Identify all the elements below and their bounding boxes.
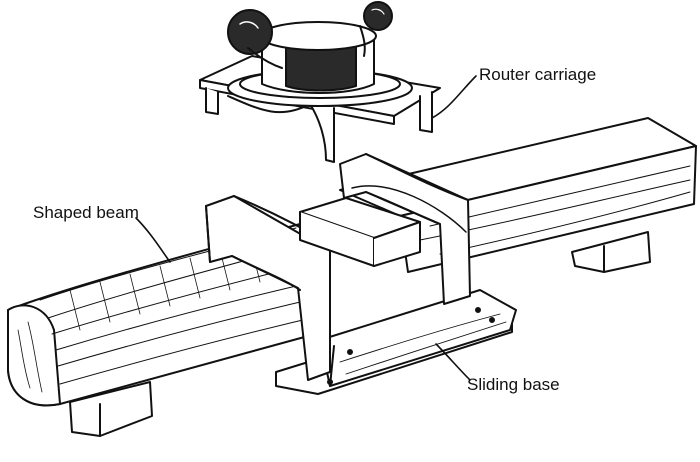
sliding-base-label: Sliding base bbox=[467, 375, 560, 394]
left-upright-frame bbox=[205, 195, 331, 381]
beam-support-right bbox=[571, 231, 651, 273]
router-motor bbox=[227, 1, 393, 94]
shaped-beam-leader bbox=[135, 217, 171, 263]
shaped-beam-label: Shaped beam bbox=[33, 203, 139, 222]
shaped-beam bbox=[7, 117, 697, 407]
router-carriage-leader bbox=[431, 75, 477, 119]
right-upright-frame bbox=[339, 153, 471, 305]
sliding-base-leader bbox=[435, 343, 471, 381]
curved-guide bbox=[299, 197, 421, 267]
beam-support-left bbox=[69, 381, 153, 437]
router-carriage-label: Router carriage bbox=[479, 65, 597, 84]
